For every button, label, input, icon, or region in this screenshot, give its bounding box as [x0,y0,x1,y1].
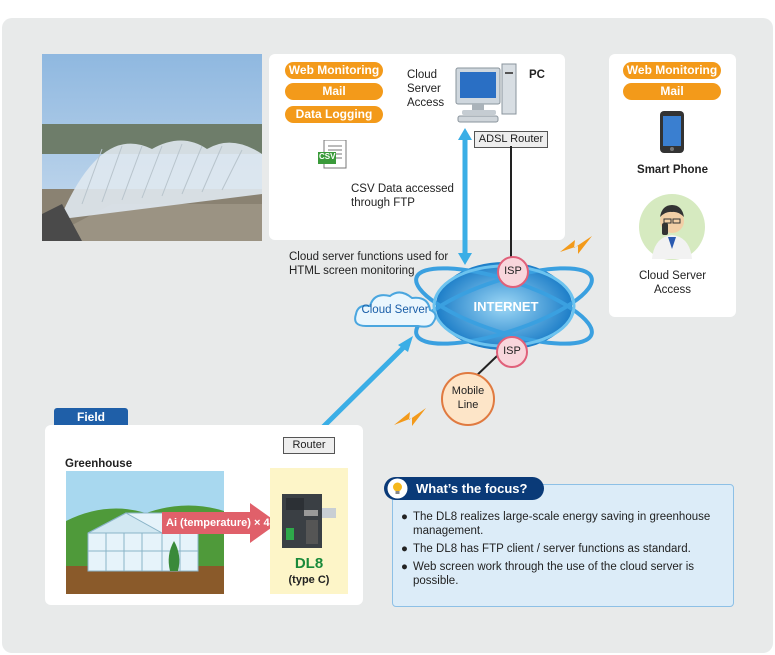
csv-icon-label: CSV [319,152,336,161]
field-tab-label: Field [76,410,105,424]
isp-top-label: ISP [504,265,522,277]
data-logging-pill: Data Logging [285,106,383,123]
isp-top-circle [497,256,529,288]
focus-box [392,484,734,607]
mobile-line-label: Mobile Line [451,385,485,411]
focus-item: ●Web screen work through the use of the … [401,561,695,587]
pc-icon [454,62,520,124]
input-arrow [162,503,278,543]
pc-cloud-access-label: Cloud Server Access [407,69,445,109]
greenhouse-label: Greenhouse [65,458,133,470]
device-type: (type C) [288,574,330,586]
smartphone-label: Smart Phone [637,164,708,176]
isp-bottom-label: ISP [503,345,521,357]
focus-title: What’s the focus? [416,481,528,496]
focus-item: ●The DL8 has FTP client / server functio… [401,543,691,555]
cloud-server-label: Cloud Server [361,304,429,316]
field-tab [54,408,128,426]
dl8-device-icon [280,488,338,552]
focus-item-text: Web screen work through the use of the c… [413,561,695,587]
smartphone-icon [659,110,685,154]
focus-item-text: The DL8 realizes large-scale energy savi… [413,511,711,537]
lightbulb-icon [387,478,408,499]
mail-pill: Mail [285,83,383,100]
person-avatar-icon [638,193,706,261]
cloud-functions-note: Cloud server functions used for HTML scr… [289,251,449,277]
csv-file-icon: CSV [318,139,352,170]
arrow-label: Ai (temperature) × 4 [166,517,270,529]
focus-item: ●The DL8 realizes large-scale energy sav… [401,511,711,537]
pc-label: PC [529,69,545,81]
field-router-box: Router [283,437,335,454]
greenhouse-photo [42,54,262,241]
mobile-mail-pill: Mail [623,83,721,100]
cloud-server-icon: Cloud Server [352,288,438,332]
isp-bottom-circle [496,336,528,368]
csv-ftp-note: CSV Data accessed through FTP [351,183,454,209]
web-monitoring-pill: Web Monitoring [285,62,383,79]
focus-item-text: The DL8 has FTP client / server function… [413,543,691,555]
device-name: DL8 [294,555,324,572]
focus-list: ●The DL8 realizes large-scale energy sav… [401,510,721,592]
mobile-line-circle [441,372,495,426]
internet-label: INTERNET [473,299,539,314]
focus-title-bar [384,477,544,500]
mobile-cloud-access-label: Cloud Server Access [638,270,707,296]
mobile-web-monitoring-pill: Web Monitoring [623,62,721,79]
